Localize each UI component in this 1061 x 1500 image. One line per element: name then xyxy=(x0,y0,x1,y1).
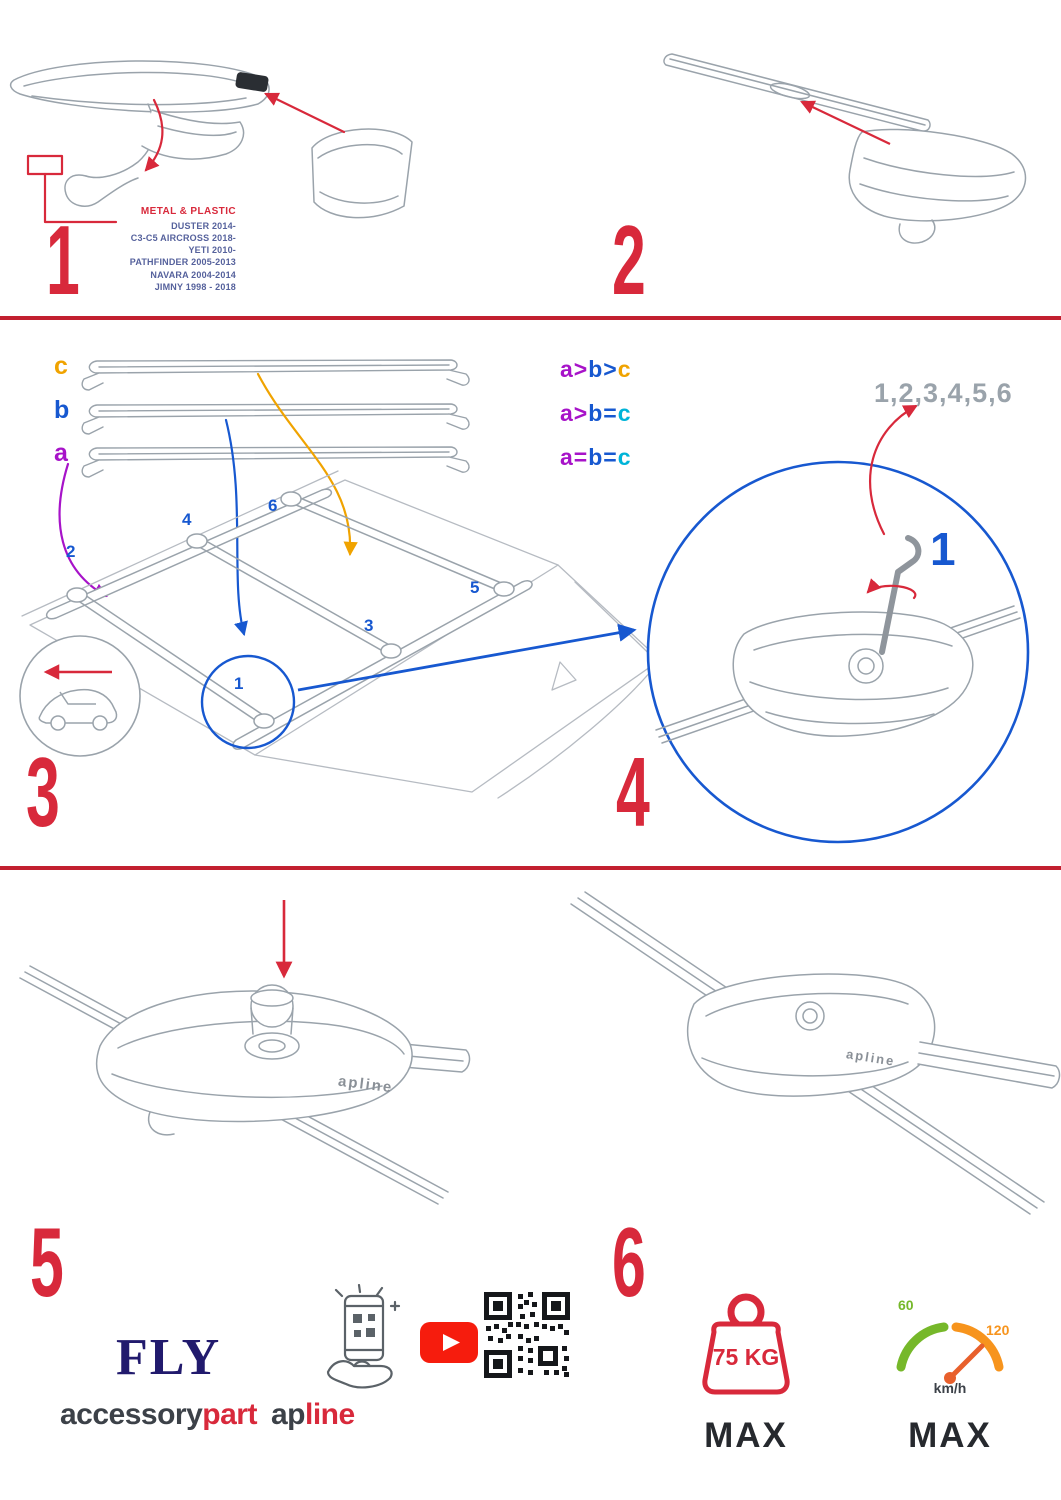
step1-compatibility-list: METAL & PLASTIC DUSTER 2014- C3-C5 AIRCR… xyxy=(86,206,236,293)
legend-segment: b> xyxy=(588,356,618,382)
speed-unit-label: km/h xyxy=(933,1380,967,1396)
bar-logo-patch xyxy=(235,72,269,92)
legend-segment: c xyxy=(617,444,632,470)
car-inset-icon xyxy=(38,688,118,731)
crossbar-a-drawing xyxy=(81,446,470,478)
step3-number: 3 xyxy=(26,737,60,847)
car-roof-drawing xyxy=(21,470,669,799)
first-position-label: 1 xyxy=(930,523,956,575)
speedometer-icon xyxy=(896,1322,1004,1384)
weight-max-icon xyxy=(702,1293,790,1395)
model-item: C3-C5 AIRCROSS 2018- xyxy=(130,233,236,244)
weight-max-label: MAX xyxy=(704,1416,788,1455)
model-item: NAVARA 2004-2014 xyxy=(150,269,236,280)
step3-step4-illustration xyxy=(19,359,1030,844)
model-item: JIMNY 1998 - 2018 xyxy=(154,281,236,292)
brand-accessory: accessory xyxy=(60,1398,203,1431)
step1-red-annotations xyxy=(26,92,346,224)
position-label-3: 3 xyxy=(364,616,374,635)
step5-number: 5 xyxy=(30,1207,64,1317)
speed-max-label: MAX xyxy=(908,1416,992,1455)
allen-key-icon xyxy=(879,535,922,655)
step1-number: 1 xyxy=(46,205,80,315)
section-divider xyxy=(0,866,1061,870)
legend-segment: b= xyxy=(588,444,618,470)
brand-part: part xyxy=(202,1398,257,1431)
speed-high-label: 120 xyxy=(986,1322,1010,1338)
legend-segment: a> xyxy=(560,400,589,426)
model-item: DUSTER 2014- xyxy=(171,221,236,231)
step5-step6-illustration xyxy=(19,891,1061,1215)
crossbar-b-drawing xyxy=(81,403,470,435)
bar-label-a: a xyxy=(54,439,68,467)
roof-crossbars-drawing xyxy=(66,491,515,729)
step4-number: 4 xyxy=(616,737,650,847)
step5-foot-drawing xyxy=(19,965,471,1205)
model-item: YETI 2010- xyxy=(188,245,236,256)
position-label-4: 4 xyxy=(182,510,192,529)
step2-bar-foot-drawing xyxy=(663,53,1027,244)
position-label-5: 5 xyxy=(470,578,480,597)
tighten-annotations xyxy=(866,404,918,600)
step6-number: 6 xyxy=(612,1207,646,1317)
position-label-1: 1 xyxy=(234,674,244,693)
fly-logo: FLY xyxy=(116,1329,222,1386)
legend-segment: c xyxy=(617,356,632,382)
phone-scan-icon xyxy=(326,1284,401,1389)
legend-segment: a> xyxy=(560,356,589,382)
step2-red-annotations xyxy=(800,100,891,145)
qr-code xyxy=(484,1292,570,1378)
weight-limit-value: 75 KG xyxy=(712,1344,780,1370)
speed-low-label: 60 xyxy=(898,1297,914,1313)
step1-bar-foot-drawing xyxy=(9,60,413,219)
brand-line: line xyxy=(305,1398,355,1431)
step6-foot-drawing xyxy=(570,891,1061,1215)
bar-label-b: b xyxy=(54,396,70,424)
bar-label-c: c xyxy=(54,352,68,380)
legend-segment: c xyxy=(617,400,632,426)
zoom-leader-arrow xyxy=(297,623,637,692)
step2-number: 2 xyxy=(612,205,646,315)
size-legend-line-2: a>b=c xyxy=(560,400,632,427)
direction-inset xyxy=(19,635,141,757)
legend-segment: b= xyxy=(588,400,618,426)
model-item: PATHFINDER 2005-2013 xyxy=(129,257,236,268)
youtube-icon xyxy=(420,1322,478,1363)
position-label-2: 2 xyxy=(66,542,76,561)
legend-segment: a= xyxy=(560,444,589,470)
crossbar-c-drawing xyxy=(81,359,470,391)
section-divider xyxy=(0,316,1061,320)
brand-ap: ap xyxy=(270,1398,306,1431)
material-label: METAL & PLASTIC xyxy=(140,206,236,217)
size-legend-line-1: a>b>c xyxy=(560,356,632,383)
detail-zoom-circle xyxy=(646,404,1030,844)
position1-highlight-circle xyxy=(200,654,296,750)
position-label-6: 6 xyxy=(268,496,278,515)
size-legend-line-3: a=b=c xyxy=(560,444,632,471)
step1-step2-illustration xyxy=(9,53,1027,244)
tighten-sequence-label: 1,2,3,4,5,6 xyxy=(874,378,1013,408)
